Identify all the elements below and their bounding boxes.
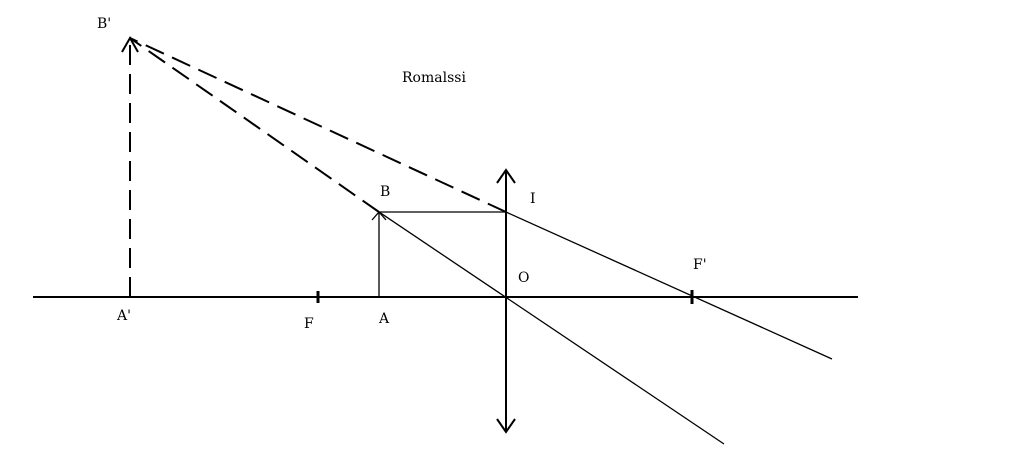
label-i: I [530, 191, 536, 207]
label-b-prime: B' [97, 16, 111, 32]
ray-through-center [378, 211, 725, 445]
converging-lens [496, 168, 516, 434]
watermark-text: Romalssi [402, 70, 466, 86]
label-a-prime: A' [116, 308, 131, 324]
extension-from-b [129, 37, 380, 213]
ray-refracted-through-f-prime [505, 211, 833, 360]
label-b: B [380, 184, 390, 200]
virtual-image-arrow [121, 35, 139, 297]
label-a: A [378, 311, 390, 327]
extension-from-i [129, 37, 507, 213]
object-arrow [371, 211, 387, 297]
label-o: O [518, 270, 529, 286]
label-f-prime: F' [693, 257, 707, 273]
label-f: F [304, 316, 314, 332]
